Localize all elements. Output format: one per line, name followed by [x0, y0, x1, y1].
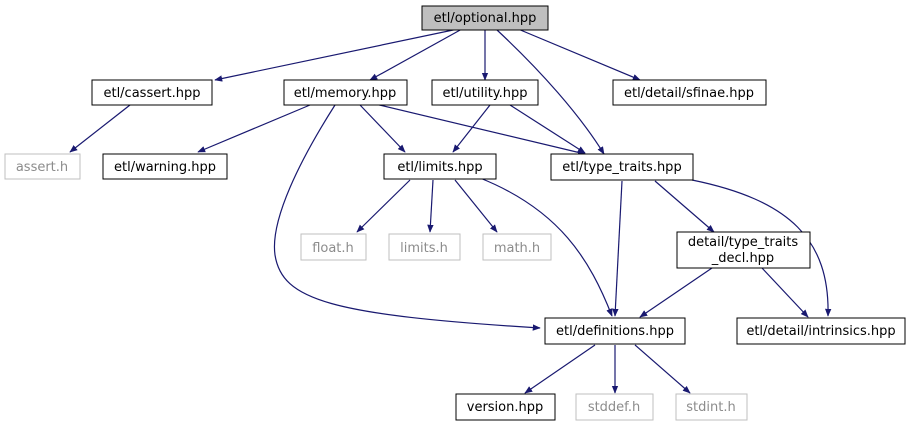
edge-type-traits-definitions — [612, 180, 623, 317]
edge-optional-sfinae — [517, 28, 641, 81]
node-type-traits-decl[interactable]: detail/type_traits _decl.hpp — [676, 231, 811, 269]
edge-limits-float-h — [356, 179, 411, 233]
node-warning-label: etl/warning.hpp — [114, 160, 216, 175]
edge-optional-cassert — [214, 28, 459, 82]
nodes: etl/optional.hpp etl/cassert.hpp etl/mem… — [4, 5, 906, 421]
node-stdint-h-label: stdint.h — [686, 400, 735, 415]
node-utility-label: etl/utility.hpp — [442, 86, 527, 101]
edges — [69, 28, 832, 394]
edge-definitions-version — [524, 344, 596, 394]
node-limits-label: etl/limits.hpp — [397, 160, 482, 175]
edge-type-traits-intrinsics — [691, 179, 832, 317]
node-float-h-label: float.h — [312, 241, 354, 256]
node-sfinae[interactable]: etl/detail/sfinae.hpp — [612, 79, 767, 106]
edge-memory-warning — [197, 104, 311, 153]
node-intrinsics[interactable]: etl/detail/intrinsics.hpp — [736, 317, 906, 345]
edge-cassert-assert-h — [69, 104, 131, 153]
node-assert-h[interactable]: assert.h — [4, 153, 81, 180]
node-stddef-h[interactable]: stddef.h — [575, 393, 654, 421]
edge-limits-definitions — [479, 177, 613, 317]
edge-limits-limits-h — [427, 179, 434, 233]
edge-definitions-stdint-h — [634, 344, 691, 394]
edge-memory-type-traits — [374, 103, 586, 156]
edge-tt-decl-intrinsics — [761, 267, 809, 318]
edge-memory-definitions — [273, 104, 541, 331]
node-sfinae-label: etl/detail/sfinae.hpp — [624, 86, 754, 101]
node-assert-h-label: assert.h — [16, 160, 68, 175]
node-limits[interactable]: etl/limits.hpp — [383, 153, 497, 180]
node-intrinsics-label: etl/detail/intrinsics.hpp — [746, 324, 895, 339]
edge-optional-type-traits — [496, 29, 605, 155]
edge-limits-math-h — [454, 179, 498, 233]
node-version-label: version.hpp — [467, 400, 544, 415]
node-type-traits-decl-label-line2: _decl.hpp — [711, 251, 774, 266]
node-math-h[interactable]: math.h — [482, 233, 552, 261]
node-optional-label: etl/optional.hpp — [434, 11, 537, 26]
node-version[interactable]: version.hpp — [455, 393, 556, 421]
node-math-h-label: math.h — [494, 241, 540, 256]
node-definitions[interactable]: etl/definitions.hpp — [544, 317, 686, 345]
node-definitions-label: etl/definitions.hpp — [556, 324, 674, 339]
node-stddef-h-label: stddef.h — [588, 400, 640, 415]
node-warning[interactable]: etl/warning.hpp — [102, 153, 228, 180]
node-type-traits[interactable]: etl/type_traits.hpp — [550, 153, 694, 181]
edge-tt-decl-definitions — [639, 267, 713, 318]
edge-memory-limits — [359, 104, 406, 153]
node-stdint-h[interactable]: stdint.h — [675, 393, 748, 421]
node-float-h[interactable]: float.h — [300, 233, 367, 261]
node-cassert[interactable]: etl/cassert.hpp — [91, 79, 213, 106]
node-limits-h-label: limits.h — [400, 241, 448, 256]
node-cassert-label: etl/cassert.hpp — [103, 86, 200, 101]
node-utility[interactable]: etl/utility.hpp — [431, 79, 539, 106]
node-memory-label: etl/memory.hpp — [294, 86, 396, 101]
edge-optional-memory — [369, 28, 463, 81]
edge-utility-type-traits — [509, 104, 586, 154]
edge-utility-limits — [452, 104, 491, 153]
node-memory[interactable]: etl/memory.hpp — [283, 79, 408, 106]
node-type-traits-label: etl/type_traits.hpp — [562, 160, 681, 175]
node-limits-h[interactable]: limits.h — [388, 233, 461, 261]
node-optional[interactable]: etl/optional.hpp — [421, 5, 549, 31]
edge-type-traits-tt-decl — [654, 180, 715, 233]
node-type-traits-decl-label-line1: detail/type_traits — [688, 235, 799, 250]
